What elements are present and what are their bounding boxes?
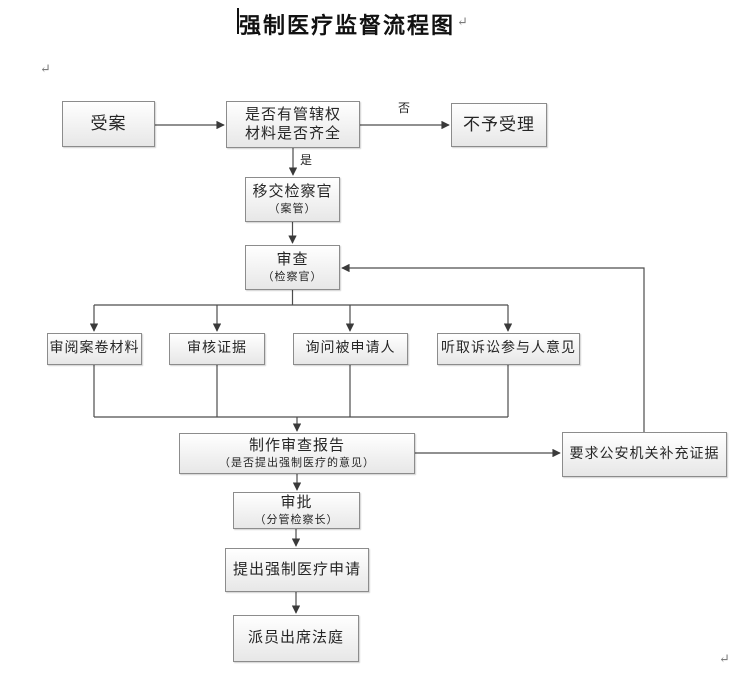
node-request-more-evidence[interactable]: 要求公安机关补充证据 — [562, 432, 727, 477]
node-label: 材料是否齐全 — [244, 125, 341, 142]
node-read-case-files[interactable]: 审阅案卷材料 — [47, 333, 142, 365]
node-file-application[interactable]: 提出强制医疗申请 — [225, 548, 369, 592]
node-transfer-to-prosecutor[interactable]: 移交检察官 （案管） — [245, 177, 340, 222]
edge-label-no: 否 — [398, 101, 411, 115]
node-label: 听取诉讼参与人意见 — [441, 341, 576, 357]
node-jurisdiction-check[interactable]: 是否有管辖权 材料是否齐全 — [226, 101, 360, 148]
node-approval[interactable]: 审批 （分管检察长） — [233, 492, 360, 529]
paragraph-mark: ↵ — [719, 651, 730, 666]
edge-label-yes: 是 — [300, 153, 313, 167]
node-label: 审核证据 — [187, 341, 247, 357]
node-label: 派员出席法庭 — [247, 630, 344, 647]
node-label: 询问被申请人 — [305, 341, 396, 357]
node-label: 审查 — [276, 251, 309, 268]
text-cursor — [237, 8, 239, 34]
paragraph-mark: ↵ — [457, 14, 468, 29]
node-label: 制作审查报告 — [248, 437, 345, 454]
node-sublabel: （检察官） — [262, 270, 323, 283]
node-label: 审阅案卷材料 — [49, 341, 140, 357]
node-label: 是否有管辖权 — [244, 106, 341, 123]
node-review[interactable]: 审查 （检察官） — [245, 245, 340, 290]
node-sublabel: （分管检察长） — [254, 513, 339, 526]
node-question-respondent[interactable]: 询问被申请人 — [293, 333, 408, 365]
node-sublabel: （是否提出强制医疗的意见） — [219, 456, 375, 469]
node-label: 移交检察官 — [252, 183, 333, 200]
node-sublabel: （案管） — [268, 202, 317, 215]
node-accept-case[interactable]: 受案 — [62, 101, 155, 147]
node-label: 受案 — [90, 114, 127, 134]
node-verify-evidence[interactable]: 审核证据 — [169, 333, 265, 365]
node-hear-participants[interactable]: 听取诉讼参与人意见 — [437, 333, 580, 365]
node-label: 审批 — [280, 494, 313, 511]
node-not-accepted[interactable]: 不予受理 — [451, 103, 547, 147]
paragraph-mark: ↵ — [40, 61, 51, 76]
node-label: 提出强制医疗申请 — [232, 561, 361, 578]
node-label: 不予受理 — [463, 115, 535, 135]
page-title: 强制医疗监督流程图 — [239, 13, 456, 38]
node-draft-review-report[interactable]: 制作审查报告 （是否提出强制医疗的意见） — [179, 433, 415, 474]
feedback-request-to-review — [341, 263, 645, 432]
node-attend-court[interactable]: 派员出席法庭 — [233, 615, 359, 662]
node-label: 要求公安机关补充证据 — [569, 446, 720, 462]
